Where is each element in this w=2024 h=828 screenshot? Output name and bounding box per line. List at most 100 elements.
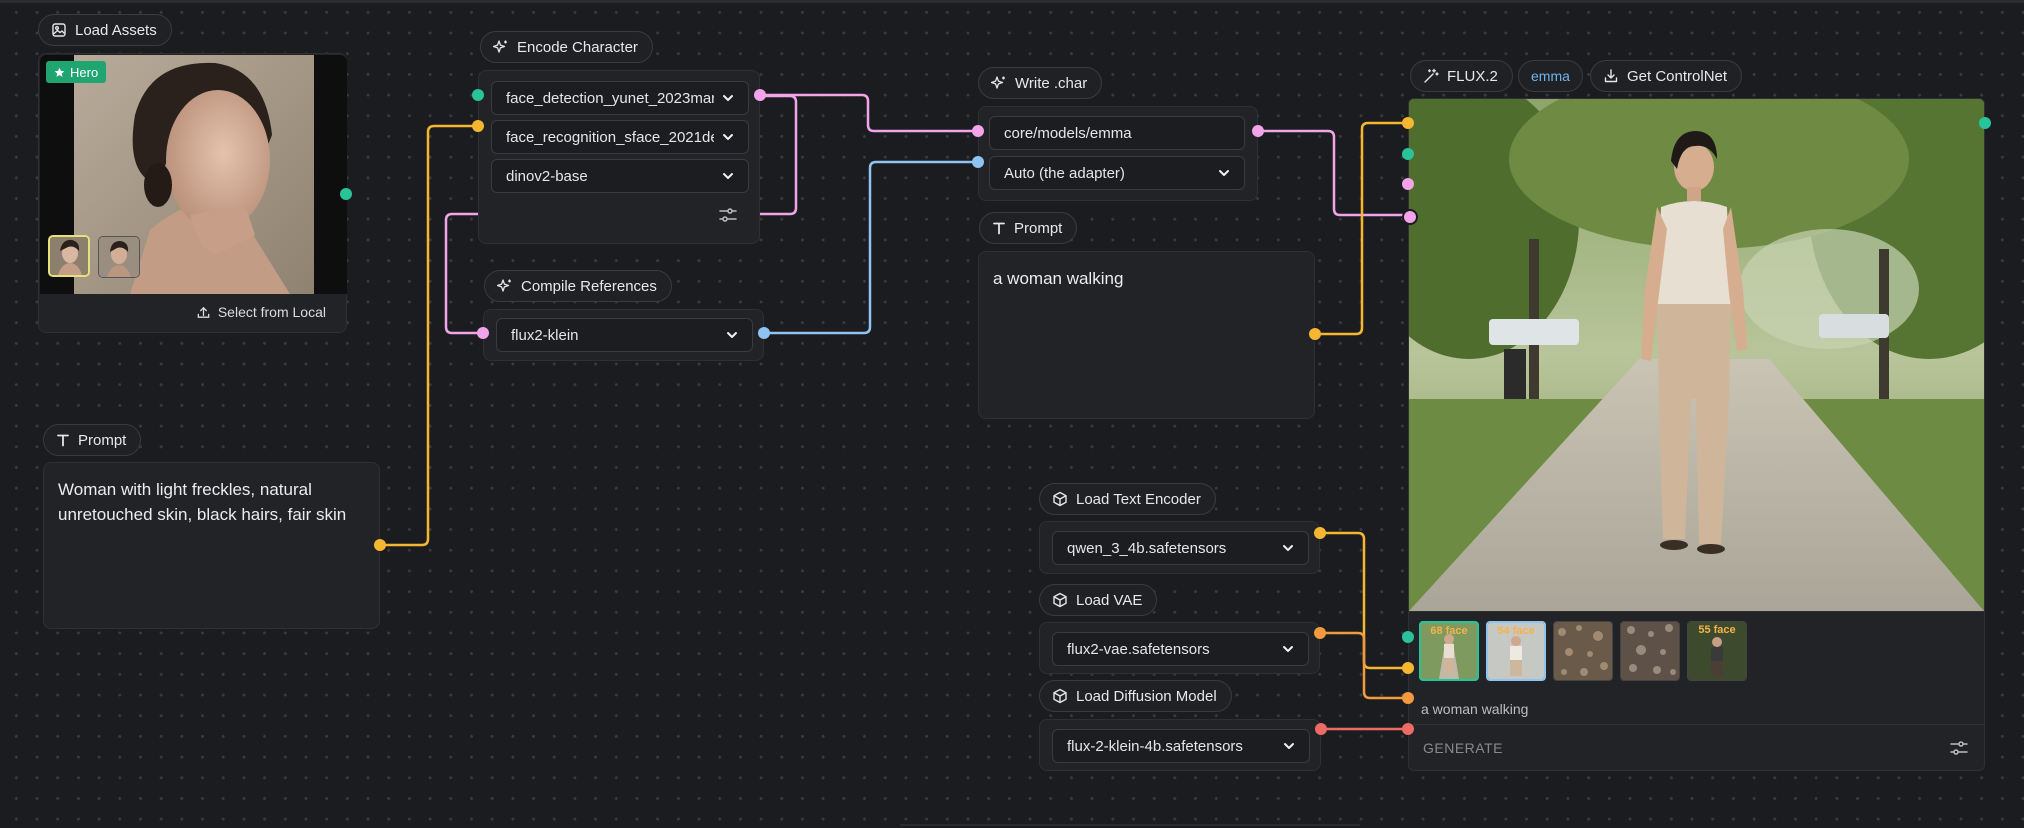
chevron-down-icon bbox=[1283, 646, 1293, 652]
generate-button[interactable]: GENERATE bbox=[1409, 725, 1984, 770]
diffusion-model-select[interactable]: flux-2-klein-4b.safetensors bbox=[1052, 729, 1310, 763]
sparkle-icon bbox=[991, 75, 1007, 91]
chevron-down-icon bbox=[1283, 545, 1293, 551]
star-icon bbox=[54, 67, 65, 78]
encode-prompt-input-port[interactable] bbox=[472, 120, 484, 132]
compile-model-select[interactable]: flux2-klein bbox=[496, 318, 753, 352]
output-thumbnail-1[interactable]: 68 face bbox=[1419, 621, 1479, 681]
face-recognition-select[interactable]: face_recognition_sface_2021dec bbox=[491, 120, 749, 154]
cube-icon bbox=[1052, 688, 1068, 704]
get-controlnet-button[interactable]: Get ControlNet bbox=[1590, 60, 1743, 92]
load-assets-header[interactable]: Load Assets bbox=[38, 14, 172, 46]
generate-label: GENERATE bbox=[1423, 740, 1503, 756]
asset-thumbnail-1[interactable] bbox=[48, 235, 90, 277]
write-char-path-input[interactable]: core/models/emma bbox=[989, 116, 1245, 150]
flux-assets-input-port[interactable] bbox=[1402, 148, 1414, 160]
thumb-badge-5: 55 face bbox=[1698, 624, 1736, 636]
top-divider bbox=[0, 0, 2024, 3]
output-thumbnail-5[interactable]: 55 face bbox=[1687, 621, 1747, 681]
flux-title: FLUX.2 bbox=[1447, 67, 1498, 85]
load-text-encoder-title: Load Text Encoder bbox=[1076, 490, 1201, 508]
compile-references-title: Compile References bbox=[521, 277, 657, 295]
text-icon bbox=[56, 433, 70, 447]
load-text-encoder-node[interactable]: qwen_3_4b.safetensors bbox=[1039, 521, 1320, 574]
download-icon bbox=[1603, 68, 1619, 84]
encode-character-node[interactable]: face_detection_yunet_2023mar face_recogn… bbox=[478, 70, 760, 244]
prompt-left-output-port[interactable] bbox=[374, 539, 386, 551]
select-from-local-label: Select from Local bbox=[217, 304, 326, 320]
select-from-local-button[interactable]: Select from Local bbox=[196, 304, 326, 320]
load-diffusion-model-header[interactable]: Load Diffusion Model bbox=[1039, 680, 1232, 712]
flux-control-input-port[interactable] bbox=[1402, 631, 1414, 643]
load-assets-title: Load Assets bbox=[75, 21, 157, 39]
chevron-down-icon bbox=[723, 95, 733, 101]
output-thumbnail-2[interactable]: 54 face bbox=[1486, 621, 1546, 681]
compile-references-header[interactable]: Compile References bbox=[484, 270, 672, 302]
prompt-right-textarea[interactable]: a woman walking bbox=[978, 251, 1315, 419]
flux-prompt-input-port[interactable] bbox=[1402, 117, 1414, 129]
load-vae-header[interactable]: Load VAE bbox=[1039, 584, 1158, 616]
embedder-select[interactable]: dinov2-base bbox=[491, 159, 749, 193]
flux-diffusion-input-port[interactable] bbox=[1402, 723, 1414, 735]
sliders-icon[interactable] bbox=[719, 207, 737, 223]
write-char-input-port[interactable] bbox=[972, 125, 984, 137]
vae-select[interactable]: flux2-vae.safetensors bbox=[1052, 632, 1309, 666]
encode-assets-input-port[interactable] bbox=[472, 89, 484, 101]
face-detection-select[interactable]: face_detection_yunet_2023mar bbox=[491, 81, 749, 115]
flux-text-encoder-input-port[interactable] bbox=[1402, 662, 1414, 674]
encode-character-header[interactable]: Encode Character bbox=[480, 31, 653, 63]
image-icon bbox=[51, 22, 67, 38]
sliders-icon[interactable] bbox=[1950, 740, 1968, 756]
prompt-right-output-port[interactable] bbox=[1309, 328, 1321, 340]
write-char-output-port[interactable] bbox=[1252, 125, 1264, 137]
encode-output-port[interactable] bbox=[754, 89, 766, 101]
load-text-encoder-header[interactable]: Load Text Encoder bbox=[1039, 483, 1216, 515]
cube-icon bbox=[1052, 592, 1068, 608]
prompt-left-header[interactable]: Prompt bbox=[43, 424, 142, 456]
thumb-badge-1: 68 face bbox=[1430, 625, 1468, 637]
prompt-right-title: Prompt bbox=[1014, 219, 1063, 237]
write-char-node[interactable]: core/models/emma Auto (the adapter) bbox=[978, 106, 1258, 201]
output-thumbnail-4[interactable] bbox=[1620, 621, 1680, 681]
flux-character-tag-label: emma bbox=[1531, 68, 1570, 84]
hero-image[interactable]: Hero bbox=[40, 55, 347, 294]
output-thumbnail-3[interactable] bbox=[1553, 621, 1613, 681]
write-char-adapter-select[interactable]: Auto (the adapter) bbox=[989, 156, 1245, 190]
chevron-down-icon bbox=[1284, 743, 1294, 749]
flux-char-input-port[interactable] bbox=[1402, 209, 1418, 225]
generated-image[interactable] bbox=[1409, 99, 1984, 611]
flux-node[interactable]: 68 face 54 face 55 face a woman walking … bbox=[1408, 98, 1985, 771]
prompt-left-textarea[interactable]: Woman with light freckles, natural unret… bbox=[43, 462, 380, 629]
prompt-right-header[interactable]: Prompt bbox=[979, 212, 1078, 244]
write-char-ref-input-port[interactable] bbox=[972, 156, 984, 168]
load-assets-node[interactable]: Hero Select from Local bbox=[38, 53, 347, 333]
flux-lora-input-port[interactable] bbox=[1402, 178, 1414, 190]
chevron-down-icon bbox=[723, 173, 733, 179]
sparkle-icon bbox=[497, 278, 513, 294]
flux-image-output-port[interactable] bbox=[1979, 117, 1991, 129]
compile-input-port[interactable] bbox=[477, 327, 489, 339]
diffusion-output-port[interactable] bbox=[1315, 723, 1327, 735]
load-assets-output-port[interactable] bbox=[340, 188, 352, 200]
load-diffusion-model-node[interactable]: flux-2-klein-4b.safetensors bbox=[1039, 719, 1321, 771]
vae-output-port[interactable] bbox=[1314, 627, 1326, 639]
asset-thumbnail-2[interactable] bbox=[98, 236, 140, 278]
generated-image-scene bbox=[1409, 99, 1984, 611]
text-encoder-output-port[interactable] bbox=[1314, 527, 1326, 539]
compile-output-port[interactable] bbox=[758, 327, 770, 339]
chevron-down-icon bbox=[723, 134, 733, 140]
bottom-scrollbar[interactable] bbox=[900, 824, 1360, 826]
compile-references-node[interactable]: flux2-klein bbox=[483, 309, 764, 361]
flux-character-tag[interactable]: emma bbox=[1518, 60, 1583, 92]
wire-prompt-encode bbox=[378, 124, 480, 547]
text-encoder-select[interactable]: qwen_3_4b.safetensors bbox=[1052, 531, 1309, 565]
flux-header[interactable]: FLUX.2 bbox=[1410, 60, 1513, 92]
load-vae-node[interactable]: flux2-vae.safetensors bbox=[1039, 622, 1320, 674]
wire-prompt-flux bbox=[1313, 121, 1410, 336]
upload-icon bbox=[196, 305, 211, 320]
write-char-header[interactable]: Write .char bbox=[978, 67, 1103, 99]
write-char-title: Write .char bbox=[1015, 74, 1088, 92]
flux-vae-input-port[interactable] bbox=[1402, 692, 1414, 704]
flux-caption-divider bbox=[1409, 724, 1984, 725]
